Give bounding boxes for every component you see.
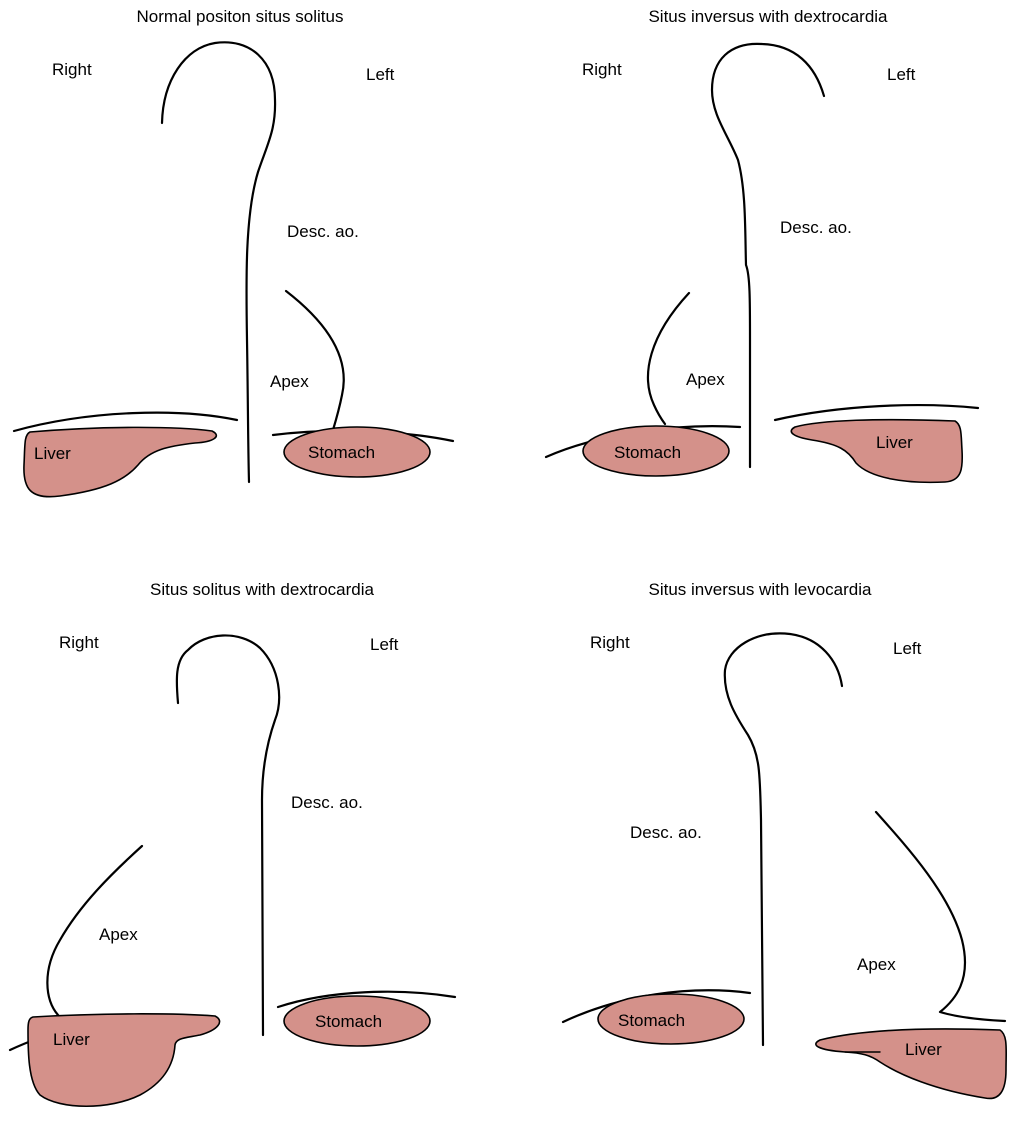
apex-label: Apex xyxy=(270,372,309,391)
right-label: Right xyxy=(582,60,622,79)
aorta-line xyxy=(177,635,279,1035)
liver-label: Liver xyxy=(53,1030,90,1049)
left-label: Left xyxy=(366,65,395,84)
liver-label: Liver xyxy=(34,444,71,463)
aorta-line xyxy=(712,44,824,467)
panel-normal-situs-solitus: Normal positon situs solitus Right Left … xyxy=(14,7,453,497)
apex-curve xyxy=(286,291,344,430)
panel-situs-inversus-dextrocardia: Situs inversus with dextrocardia Right L… xyxy=(546,7,978,482)
right-label: Right xyxy=(52,60,92,79)
apex-curve xyxy=(876,812,1005,1021)
left-label: Left xyxy=(893,639,922,658)
panel-title: Situs inversus with levocardia xyxy=(649,580,873,599)
aorta-line xyxy=(725,633,842,1045)
left-label: Left xyxy=(887,65,916,84)
apex-label: Apex xyxy=(686,370,725,389)
right-label: Right xyxy=(590,633,630,652)
aorta-label: Desc. ao. xyxy=(780,218,852,237)
aorta-label: Desc. ao. xyxy=(287,222,359,241)
aorta-label: Desc. ao. xyxy=(630,823,702,842)
apex-label: Apex xyxy=(99,925,138,944)
stomach-label: Stomach xyxy=(315,1012,382,1031)
panel-title: Situs inversus with dextrocardia xyxy=(648,7,888,26)
stomach-label: Stomach xyxy=(618,1011,685,1030)
panel-title: Normal positon situs solitus xyxy=(137,7,344,26)
liver-label: Liver xyxy=(905,1040,942,1059)
aorta-label: Desc. ao. xyxy=(291,793,363,812)
apex-label: Apex xyxy=(857,955,896,974)
liver-shape xyxy=(28,1014,220,1106)
right-label: Right xyxy=(59,633,99,652)
diaphragm-left xyxy=(775,405,978,420)
liver-label: Liver xyxy=(876,433,913,452)
stomach-label: Stomach xyxy=(308,443,375,462)
panel-situs-inversus-levocardia: Situs inversus with levocardia Right Lef… xyxy=(563,580,1006,1098)
left-label: Left xyxy=(370,635,399,654)
apex-curve xyxy=(648,293,689,424)
stomach-label: Stomach xyxy=(614,443,681,462)
panel-title: Situs solitus with dextrocardia xyxy=(150,580,374,599)
panel-situs-solitus-dextrocardia: Situs solitus with dextrocardia Right Le… xyxy=(10,580,455,1106)
